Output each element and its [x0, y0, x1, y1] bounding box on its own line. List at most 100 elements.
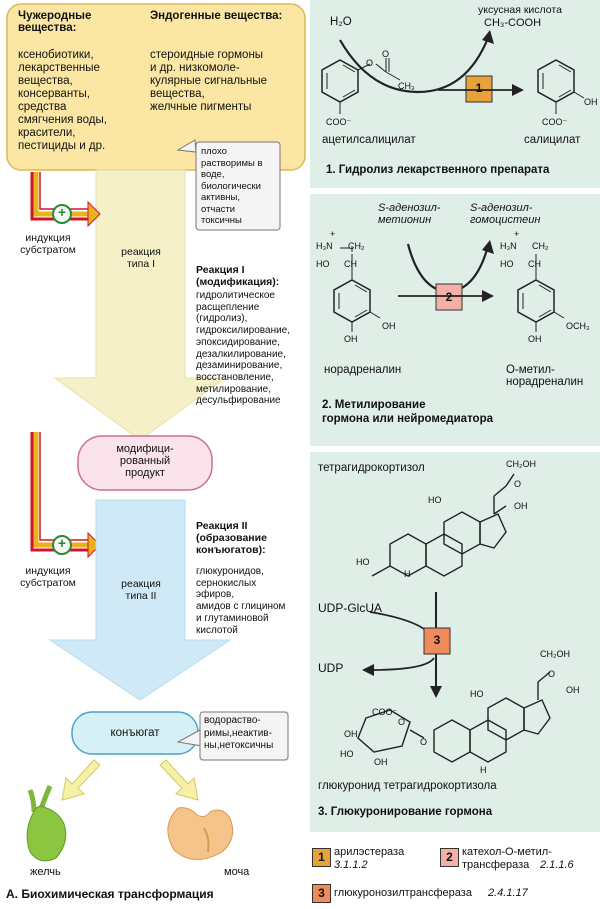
- panel-hydrolysis: [310, 0, 600, 188]
- reaction2-items: глюкуронидов, сернокислых эфиров, амидов…: [196, 566, 286, 636]
- induction2-plus: [52, 535, 72, 555]
- gluc-ring-o-label: O: [398, 717, 406, 727]
- reaction1-arrow: [53, 169, 227, 441]
- glucuronide-skeleton: [357, 671, 551, 763]
- carboxylate1-label: COO⁻: [326, 117, 352, 127]
- induction2-plus-sign: +: [57, 535, 67, 551]
- na-amine-charge: +: [330, 229, 336, 239]
- panel3-reaction-scheme: [357, 473, 551, 763]
- legend-enzyme1-name: арилэстераза: [334, 846, 405, 858]
- panel3-caption: 3. Глюкуронирование гормона: [318, 806, 493, 818]
- thc-h-label: H: [404, 569, 411, 579]
- gluc-oh-c-label: OH: [374, 757, 388, 767]
- legend-enzyme3-name: глюкуронозилтрансфераза: [334, 887, 472, 899]
- glucuronide-label: глюкуронид тетрагидрокортизола: [318, 780, 497, 792]
- carboxylate2-label: COO⁻: [542, 117, 568, 127]
- gallbladder-illustration: [26, 785, 67, 862]
- induction2-line: [33, 432, 92, 548]
- reaction1-type-label: реакция типа I: [121, 246, 161, 270]
- foreign-items: ксенобиотики, лекарственные вещества, ко…: [18, 49, 107, 152]
- noradrenaline-label: норадреналин: [324, 364, 402, 376]
- legend-enzyme3-ec: 2.4.1.17: [488, 887, 528, 899]
- to-urine-arrow: [159, 759, 199, 801]
- mn-oh-label: OH: [528, 334, 542, 344]
- enzyme3-label: 3: [433, 633, 441, 647]
- mn-amine-label: H₃N: [500, 241, 517, 251]
- induction1-line: [33, 172, 92, 217]
- enzyme1-box: [465, 75, 493, 103]
- gluc-link-o-label: O: [420, 737, 428, 747]
- panel1-caption: 1. Гидролиз лекарственного препарата: [326, 164, 550, 176]
- legend-enzyme2-key: 2: [440, 848, 459, 867]
- na-amine-label: H₃N: [316, 241, 333, 251]
- to-bile-arrow: [61, 759, 101, 801]
- sam-label: S-аденозил- метионин: [378, 202, 441, 226]
- enzyme1-label: 1: [475, 81, 483, 95]
- legend-enzyme2-ec: 2.1.1.6: [540, 859, 574, 871]
- na-oh1-label: OH: [382, 321, 396, 331]
- na-ch-label: CH: [344, 259, 357, 269]
- tetrahydrocortisol-skeleton: [371, 473, 515, 577]
- enzyme3-box: [423, 627, 451, 655]
- panel1-reaction-scheme: [321, 30, 585, 114]
- legend-enzyme2-name2: трансфераза: [462, 859, 530, 871]
- thc-side-oh-label: OH: [514, 501, 528, 511]
- note2-text: водораство- римы,неактив- ны,нетоксичны: [204, 715, 274, 751]
- ester-o-label: O: [366, 58, 374, 68]
- induction1-plus: [52, 204, 72, 224]
- thc-ketone-o-label: O: [514, 479, 522, 489]
- endogenous-title: Эндогенные вещества:: [150, 10, 283, 22]
- methylnoradrenaline-label: О-метил- норадреналин: [506, 364, 584, 388]
- conjugate-label: конъюгат: [110, 727, 160, 739]
- thc-ho3-label: HO: [356, 557, 370, 567]
- transformation-diagram: [6, 3, 306, 862]
- note2-box: [199, 711, 289, 761]
- udp-label: UDP: [318, 661, 344, 675]
- foreign-title: Чужеродные вещества:: [18, 10, 92, 34]
- legend-enzyme1-key: 1: [312, 848, 331, 867]
- gluc-coo-label: COO⁻: [372, 707, 398, 717]
- legend-enzyme3-key: 3: [312, 884, 331, 903]
- gluc-side-oh-label: OH: [566, 685, 580, 695]
- reaction1-title: Реакция I (модификация):: [196, 264, 280, 288]
- modified-product-label: модифици- рованный продукт: [116, 443, 174, 479]
- tetrahydrocortisol-label: тетрагидрокортизол: [318, 462, 425, 474]
- na-oh2-label: OH: [344, 334, 358, 344]
- gluc-ho11-label: HO: [470, 689, 484, 699]
- induction2-label: индукция субстратом: [20, 565, 76, 589]
- endogenous-items: стероидные гормоны и др. низкомоле- куля…: [150, 49, 268, 113]
- gluc-oh-a-label: OH: [344, 729, 358, 739]
- acetylsalicylate-label: ацетилсалицилат: [322, 134, 416, 146]
- bile-label: желчь: [30, 866, 61, 878]
- gluc-ch2oh-label: CH₂OH: [540, 649, 570, 659]
- mn-och3-label: OCH₃: [566, 321, 590, 331]
- note1-box: [195, 141, 281, 231]
- h2o-label: H₂O: [330, 16, 352, 28]
- legend-enzyme2-name: катехол-O-метил-: [462, 846, 552, 858]
- induction1-plus-sign: +: [57, 204, 67, 220]
- note1-text: плохо растворимы в воде, биологически ак…: [201, 146, 263, 226]
- induction1-label: индукция субстратом: [20, 232, 76, 256]
- reaction2-type-label: реакция типа II: [121, 578, 161, 602]
- thc-ch2oh-label: CH₂OH: [506, 459, 536, 469]
- mn-ho-label: HO: [500, 259, 514, 269]
- mn-amine-charge: +: [514, 229, 520, 239]
- thc-ho11-label: HO: [428, 495, 442, 505]
- acetic-acid-name: уксусная кислота: [478, 4, 562, 16]
- panel2-reaction-scheme: [333, 240, 565, 332]
- kidney-illustration: [167, 807, 234, 860]
- na-ho-label: HO: [316, 259, 330, 269]
- carbonyl-o-label: O: [382, 49, 390, 59]
- mn-ch2-label: CH₂: [532, 241, 549, 251]
- legend-enzyme1-ec: 3.1.1.2: [334, 859, 368, 871]
- sah-label: S-аденозил- гомоцистеин: [470, 202, 541, 226]
- methyl-label: CH₃: [398, 81, 415, 91]
- panel2-caption: 2. Метилирование гормона или нейромедиат…: [322, 399, 493, 425]
- section-title: А. Биохимическая трансформация: [6, 887, 214, 901]
- gluc-ho-b-label: HO: [340, 749, 354, 759]
- na-ch2-label: CH₂: [348, 241, 365, 251]
- modified-product-pill: [77, 435, 213, 491]
- udp-glcua-label: UDP-GlcUA: [318, 601, 383, 615]
- salicylate-label: салицилат: [524, 134, 581, 146]
- enzyme2-label: 2: [445, 290, 453, 304]
